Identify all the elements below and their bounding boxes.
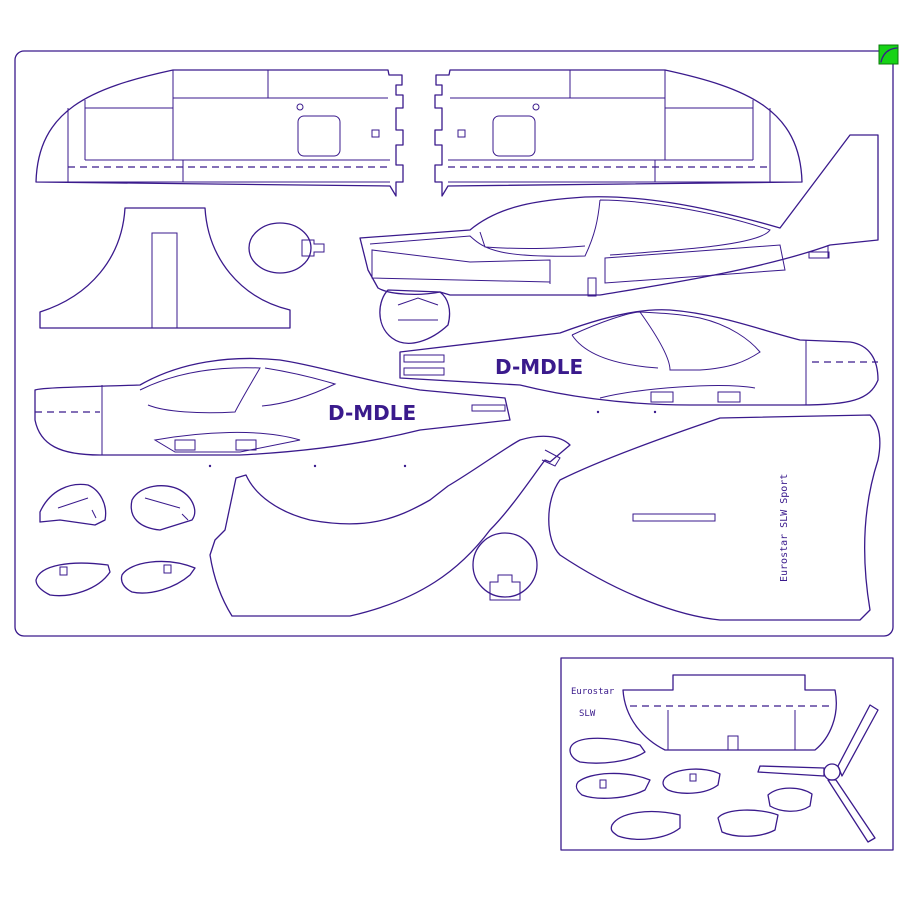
left-wing-panel — [35, 69, 404, 197]
wheel-fairing-parts — [35, 483, 196, 597]
horizontal-stabilizer-part — [39, 207, 291, 329]
spinner-disc-part — [472, 532, 538, 601]
registration-text-right: D-MDLE — [495, 355, 583, 379]
fuselage-side-upper — [359, 134, 879, 297]
mini-propeller-part — [757, 704, 879, 843]
wing-part-label: Eurostar SLW Sport — [779, 474, 790, 582]
corner-marker-icon — [878, 44, 899, 65]
alignment-dots — [208, 410, 657, 468]
fuselage-side-right: D-MDLE — [399, 309, 879, 406]
small-sheet-label-2: SLW — [579, 709, 596, 719]
fuselage-side-left: D-MDLE — [34, 357, 511, 456]
round-disc-part — [248, 222, 325, 274]
center-section-part — [209, 435, 571, 617]
main-sheet-border — [14, 50, 894, 637]
cowl-piece — [379, 289, 451, 344]
small-sheet: Eurostar SLW — [560, 657, 894, 851]
small-sheet-border — [560, 657, 894, 851]
main-wing-part: Eurostar SLW Sport — [548, 414, 881, 621]
right-wing-panel — [434, 69, 803, 197]
mini-stabilizer-part — [622, 674, 837, 751]
small-sheet-label-1: Eurostar — [571, 687, 615, 697]
main-sheet: D-MDLE D-MDLE — [14, 44, 899, 637]
registration-text-left: D-MDLE — [328, 401, 416, 425]
mini-fairing-parts — [569, 737, 813, 840]
